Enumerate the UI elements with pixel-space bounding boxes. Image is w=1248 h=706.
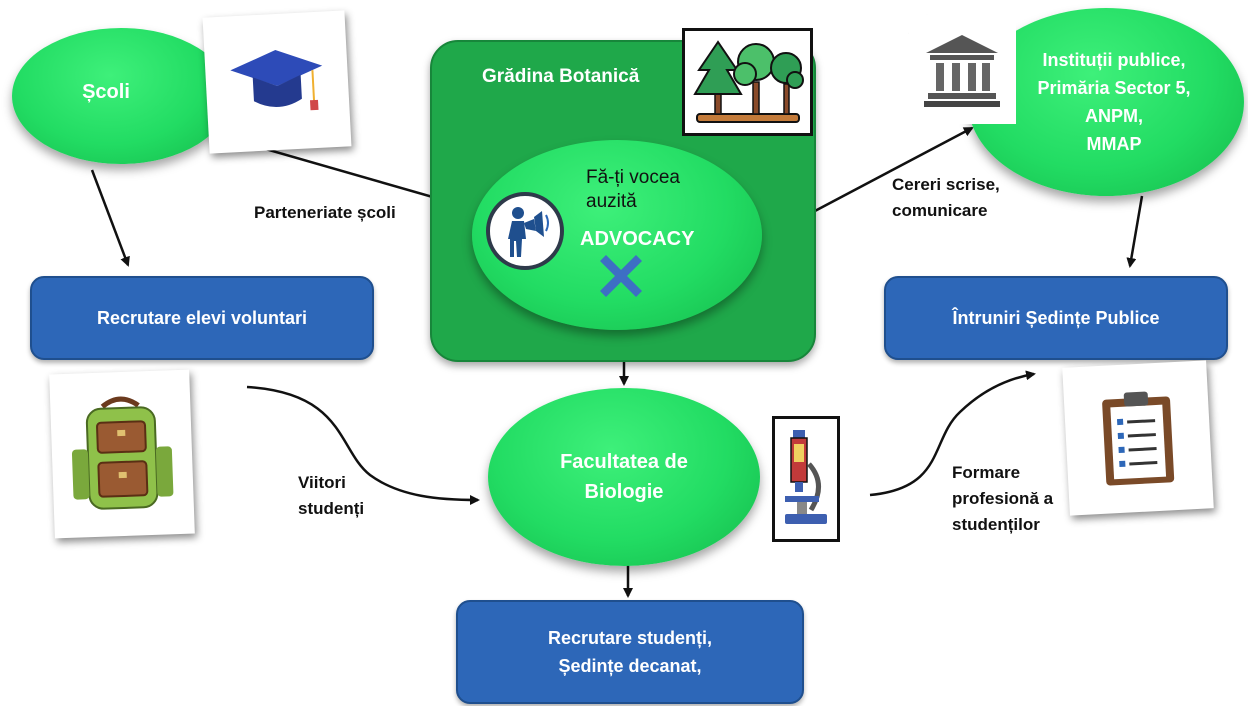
advocacy-title: ADVOCACY [580,228,695,250]
backpack-icon [71,396,174,510]
arrow-schools-to-recruit [90,169,130,267]
arrow-institutions-to-meetings [1126,195,1144,268]
public-meetings-label: Întruniri Ședințe Publice [952,307,1160,328]
recruit-pupils-box: Recrutare elevi voluntari [30,276,374,360]
edge-label-school-partnerships: Parteneriate școli [254,203,396,222]
trees-icon-card [682,28,813,136]
graduation-cap-card [202,10,352,154]
public-meetings-box: Întruniri Ședințe Publice [884,276,1228,360]
trees-icon [692,40,804,123]
building-card [908,14,1016,124]
clipboard-icon [1102,391,1175,486]
megaphone-badge [486,192,564,270]
edge-label-training: Formare profesionă a studenților [952,463,1054,534]
institutions-label: Instituții publice, Primăria Sector 5, A… [1037,50,1191,154]
edge-label-written-requests: Cereri scrise, comunicare [892,175,1000,220]
schools-label: Școli [82,80,130,103]
graduation-cap-icon [230,50,323,111]
garden-title: Grădina Botanică [482,66,640,87]
edge-label-future-students: Viitori studenți [298,473,365,518]
x-cross-icon [600,255,642,297]
microscope-card [772,416,840,542]
schools-ellipse: Școli [12,28,230,164]
faculty-label: Facultatea de Biologie [560,451,688,503]
advocacy-voice-text: Fă-ți vocea auzită [586,167,680,212]
recruit-students-label: Recrutare studenți, Ședințe decanat, [547,628,713,676]
recruit-students-box: Recrutare studenți, Ședințe decanat, [456,600,804,704]
government-building-icon [924,35,1000,107]
backpack-card [49,369,195,539]
microscope-icon [785,430,827,524]
faculty-ellipse: Facultatea de Biologie [488,388,760,566]
clipboard-card [1062,360,1214,516]
recruit-pupils-label: Recrutare elevi voluntari [96,307,308,328]
person-megaphone-icon [508,207,549,257]
